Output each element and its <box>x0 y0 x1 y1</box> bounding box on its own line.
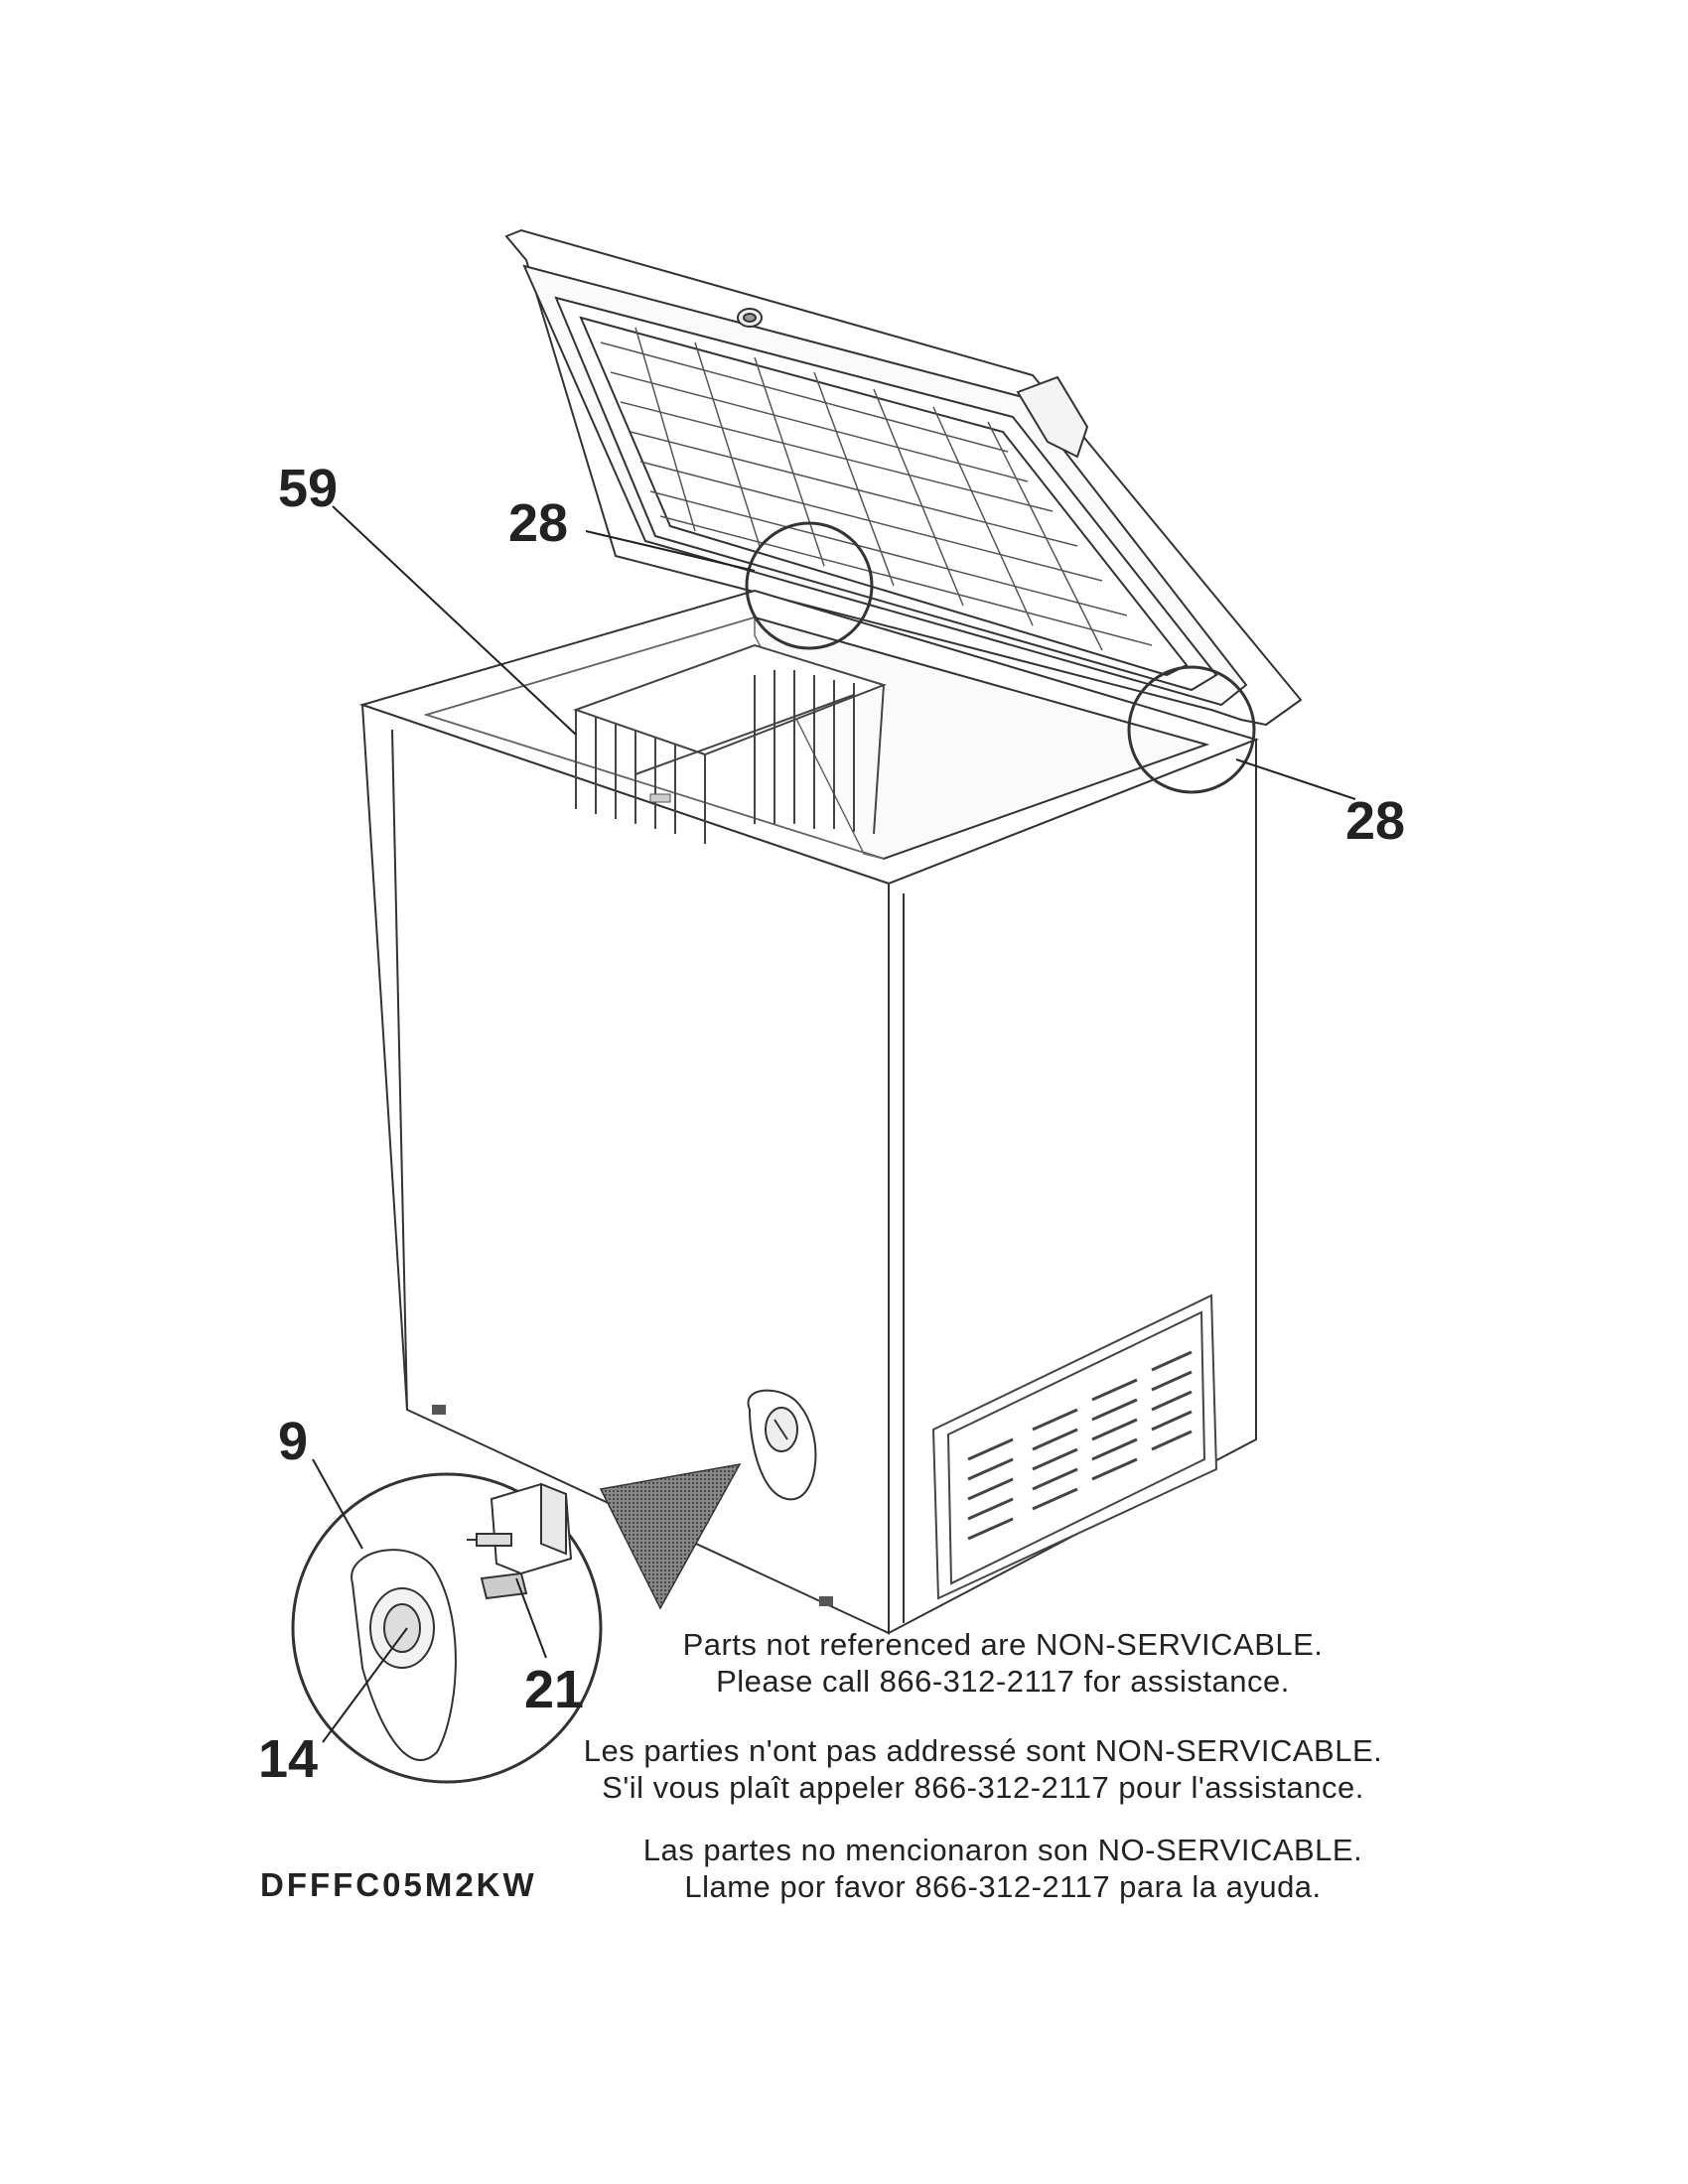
note-spanish-line-2: Llame por favor 866-312-2117 para la ayu… <box>684 1869 1322 1904</box>
callout-59: 59 <box>278 459 338 518</box>
feet <box>432 1405 833 1606</box>
storage-basket <box>573 643 888 844</box>
leader-lines <box>312 505 1356 1743</box>
note-english: Parts not referenced are NON-SERVICABLE.… <box>556 1626 1450 1700</box>
detail-inset <box>291 1472 603 1784</box>
note-spanish: Las partes no mencionaron son NO-SERVICA… <box>556 1832 1450 1905</box>
callout-21: 21 <box>524 1660 584 1719</box>
callout-9: 9 <box>278 1412 308 1471</box>
freezer-lid <box>504 228 1303 727</box>
note-english-line-2: Please call 866-312-2117 for assistance. <box>716 1664 1290 1699</box>
hinge-detail-circle-left <box>745 521 874 650</box>
callout-14: 14 <box>258 1729 318 1789</box>
note-french: Les parties n'ont pas addressé sont NON-… <box>536 1732 1430 1806</box>
callout-28-left: 28 <box>508 493 568 553</box>
callout-28-right: 28 <box>1345 791 1405 851</box>
hinge-detail-circle-right <box>1127 665 1256 794</box>
thermostat-component <box>467 1482 573 1600</box>
note-spanish-line-1: Las partes no mencionaron son NO-SERVICA… <box>642 1833 1363 1867</box>
note-french-line-1: Les parties n'ont pas addressé sont NON-… <box>583 1733 1383 1768</box>
thermostat-knob-housing <box>747 1389 817 1501</box>
detail-pointer-wedge <box>599 1462 742 1610</box>
model-number: DFFFC05M2KW <box>260 1866 537 1903</box>
note-english-line-1: Parts not referenced are NON-SERVICABLE. <box>682 1627 1324 1662</box>
note-french-line-2: S'il vous plaît appeler 866-312-2117 pou… <box>602 1770 1364 1805</box>
vent-grille <box>931 1294 1218 1600</box>
